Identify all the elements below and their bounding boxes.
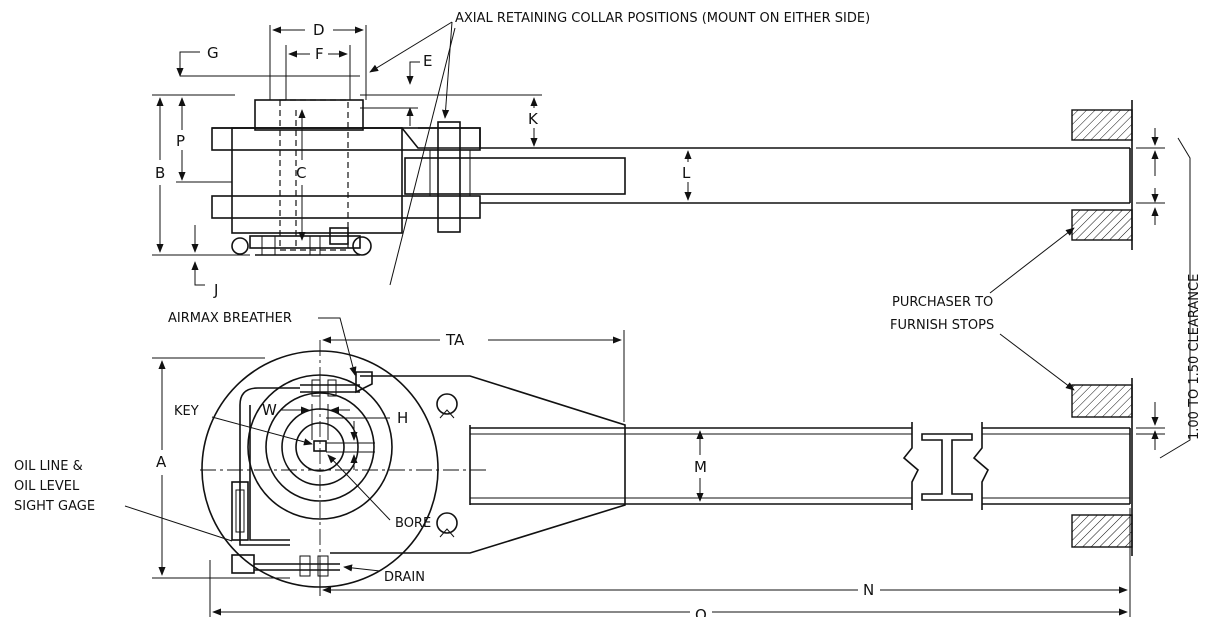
svg-text:K: K bbox=[528, 110, 539, 128]
oil-line-pipe bbox=[239, 405, 290, 546]
stop-lower bbox=[1071, 209, 1133, 241]
top-view: D F G E B P bbox=[152, 11, 1165, 299]
dim-K: K bbox=[360, 94, 542, 147]
collar-label: AXIAL RETAINING COLLAR POSITIONS (MOUNT … bbox=[455, 11, 870, 26]
svg-text:M: M bbox=[694, 458, 707, 476]
clevis-pin bbox=[437, 121, 461, 233]
drain-label: DRAIN bbox=[384, 570, 425, 585]
stops-label-2: FURNISH STOPS bbox=[890, 318, 994, 333]
dim-H: H bbox=[326, 409, 408, 470]
dim-N: N bbox=[319, 508, 1131, 617]
lower-plate bbox=[211, 195, 481, 219]
dim-O: O bbox=[209, 560, 1128, 617]
dim-L: L bbox=[682, 150, 692, 201]
sight-gage bbox=[231, 481, 249, 541]
upper-plate bbox=[212, 127, 481, 149]
i-beam-section bbox=[921, 433, 973, 501]
bolt-lower bbox=[436, 512, 458, 538]
stop-upper-2 bbox=[1071, 384, 1133, 418]
breather bbox=[355, 371, 373, 394]
key-label: KEY bbox=[174, 404, 199, 419]
svg-text:O: O bbox=[695, 606, 707, 617]
dim-TA: TA bbox=[322, 330, 625, 422]
stop-lower-2 bbox=[1071, 514, 1133, 548]
bottom-view: A TA W H M bbox=[152, 330, 1165, 617]
svg-text:J: J bbox=[213, 281, 218, 299]
housing-top bbox=[254, 99, 364, 131]
dim-W: W bbox=[262, 401, 350, 440]
dim-J: J bbox=[188, 225, 250, 299]
dim-B: B bbox=[152, 94, 235, 256]
break-line-right bbox=[972, 422, 989, 510]
dim-C: C bbox=[296, 109, 306, 241]
dim-M: M bbox=[694, 430, 707, 502]
oil-line-top-view bbox=[249, 235, 361, 249]
svg-text:G: G bbox=[207, 44, 219, 62]
dim-P: P bbox=[176, 97, 232, 183]
svg-text:D: D bbox=[313, 21, 325, 39]
svg-text:N: N bbox=[863, 581, 874, 599]
svg-text:H: H bbox=[397, 409, 408, 427]
breather-label: AIRMAX BREATHER bbox=[168, 311, 292, 326]
dim-D: D bbox=[269, 21, 367, 100]
svg-text:W: W bbox=[262, 401, 277, 419]
svg-text:C: C bbox=[296, 164, 306, 182]
dim-F: F bbox=[285, 45, 351, 100]
stops-label-1: PURCHASER TO bbox=[892, 295, 993, 310]
clearance-label: 1.00 TO 1.50 CLEARANCE bbox=[1187, 274, 1202, 440]
oil-label-1: OIL LINE & bbox=[14, 459, 83, 474]
dim-A: A bbox=[152, 357, 290, 579]
collar-hidden bbox=[279, 99, 349, 251]
oil-label-2: OIL LEVEL bbox=[14, 479, 80, 494]
break-line-left bbox=[902, 422, 919, 510]
dim-G: G bbox=[176, 44, 360, 77]
svg-text:TA: TA bbox=[445, 331, 465, 349]
svg-text:A: A bbox=[156, 453, 167, 471]
oil-label-3: SIGHT GAGE bbox=[14, 499, 95, 514]
svg-text:P: P bbox=[176, 132, 185, 150]
bolt-upper bbox=[436, 393, 458, 419]
svg-text:L: L bbox=[682, 164, 691, 182]
dim-E: E bbox=[406, 52, 432, 85]
svg-text:B: B bbox=[155, 164, 165, 182]
hub bbox=[404, 157, 626, 195]
bore-label: BORE bbox=[395, 516, 431, 531]
svg-text:F: F bbox=[315, 45, 324, 63]
stop-upper bbox=[1071, 109, 1133, 141]
bracket-plate bbox=[330, 375, 626, 554]
svg-text:E: E bbox=[423, 52, 432, 70]
